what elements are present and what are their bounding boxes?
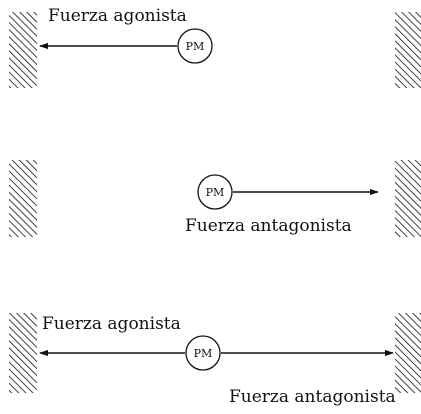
panel-combined: PM Fuerza agonista Fuerza antagonista: [9, 313, 421, 407]
panel-agonist: PM Fuerza agonista: [9, 6, 421, 88]
pm-node: [177, 28, 213, 64]
pm-node-label: PM: [194, 347, 213, 360]
pm-node-label: PM: [186, 40, 205, 53]
right-wall: [395, 160, 421, 237]
left-wall: [9, 12, 37, 88]
antagonist-force-label: Fuerza antagonista: [229, 387, 396, 407]
antagonist-force-label: Fuerza antagonista: [185, 216, 352, 236]
right-wall: [395, 313, 421, 393]
pm-node: [185, 335, 221, 371]
right-wall: [395, 12, 421, 88]
left-wall: [9, 160, 37, 237]
pm-node-label: PM: [206, 186, 225, 199]
panel-antagonist: PM Fuerza antagonista: [9, 160, 421, 237]
agonist-force-label: Fuerza agonista: [42, 314, 181, 334]
pm-node: [197, 174, 233, 210]
agonist-force-label: Fuerza agonista: [48, 6, 187, 26]
left-wall: [9, 313, 37, 393]
